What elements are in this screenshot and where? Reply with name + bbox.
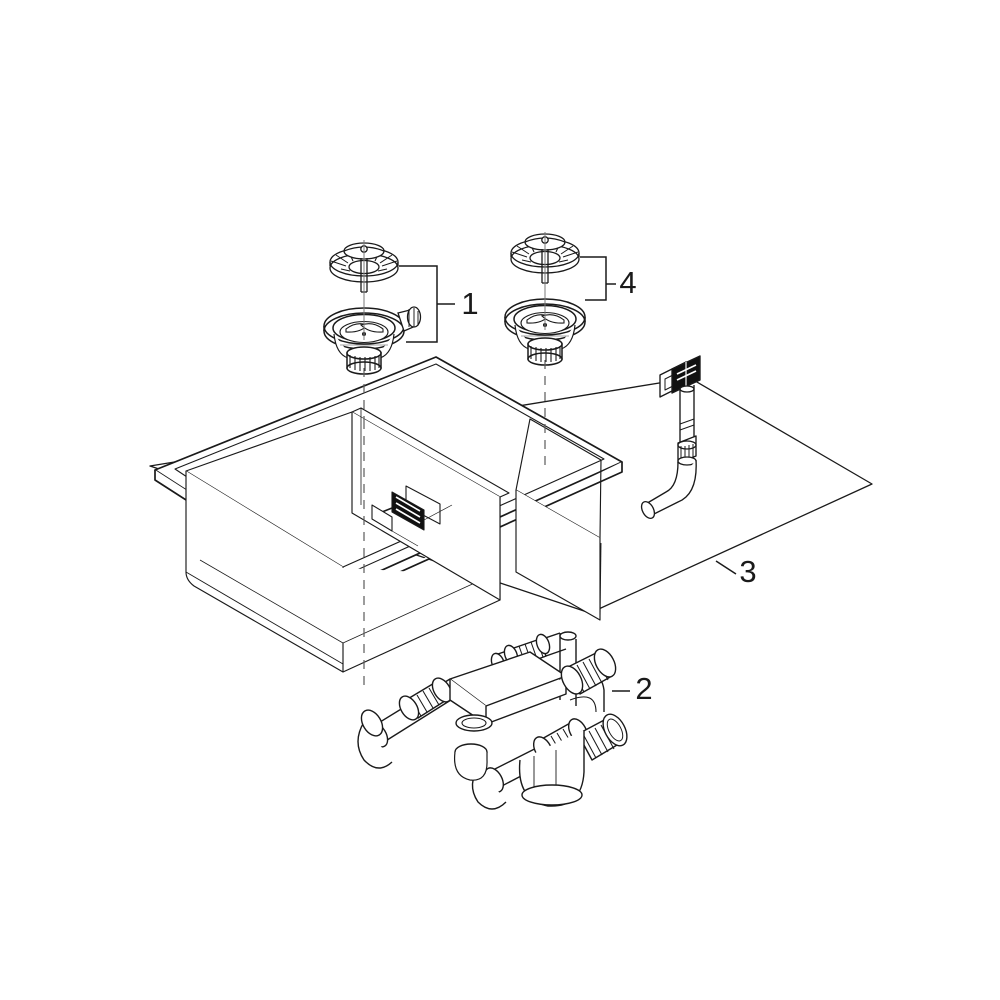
strainer-body-right xyxy=(504,298,586,366)
callout-number-2: 2 xyxy=(635,671,652,706)
overflow-pipe-assembly xyxy=(640,355,701,520)
callout-leaders xyxy=(399,256,737,692)
callout-numbers: 1 2 3 4 xyxy=(461,265,756,706)
waste-trap-assembly xyxy=(357,631,628,810)
strainer-body-left xyxy=(323,306,422,375)
callout-number-1: 1 xyxy=(461,286,478,321)
callout-number-4: 4 xyxy=(619,265,636,300)
assembly-alignment-axes xyxy=(363,232,546,690)
overflow-cover-plate-in-sink xyxy=(371,485,453,547)
sink-bowl-right xyxy=(515,418,602,621)
callout-number-3: 3 xyxy=(739,554,756,589)
